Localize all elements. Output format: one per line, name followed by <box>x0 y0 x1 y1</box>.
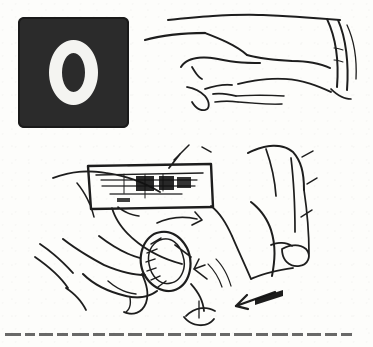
rotation-arrow-icon <box>157 212 202 225</box>
figure-caption-strip <box>0 329 373 339</box>
pointing-hand-icon <box>145 15 356 110</box>
